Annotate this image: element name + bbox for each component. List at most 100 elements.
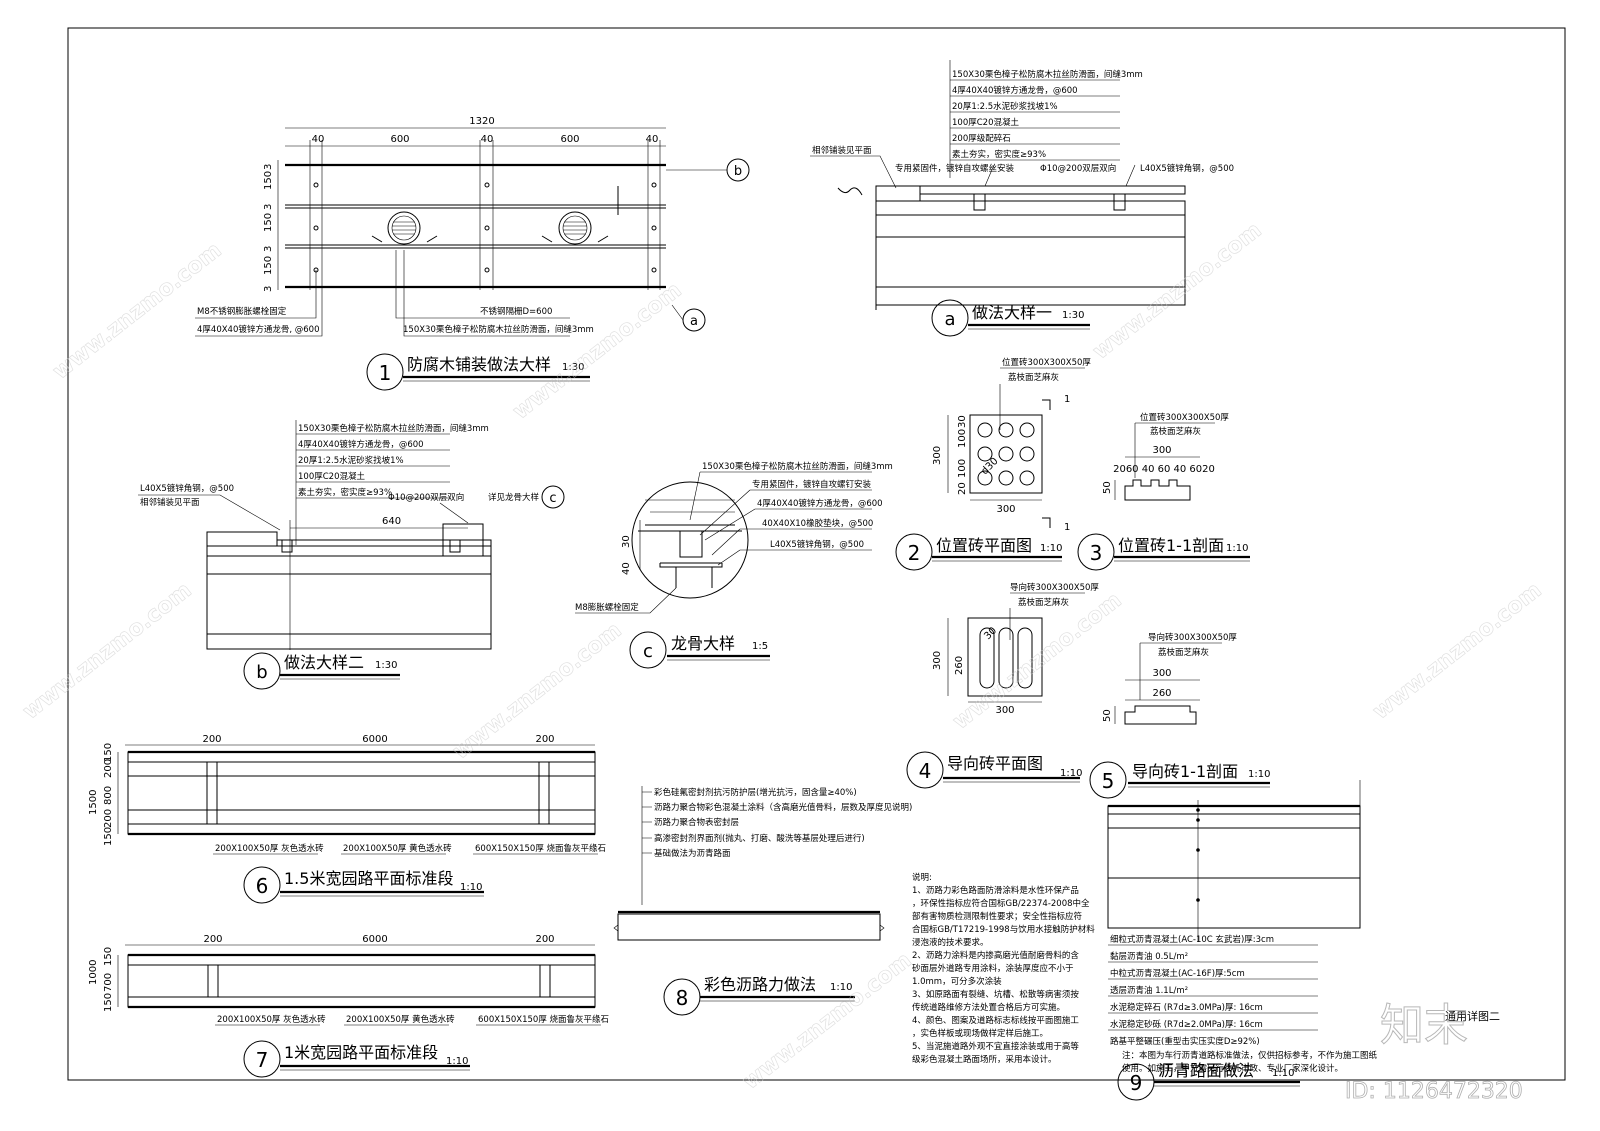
d5-scale: 1:10 <box>1248 769 1270 780</box>
d3-title: 位置砖1-1剖面 <box>1118 536 1224 555</box>
da-layer-5: 素土夯实，密实度≥93% <box>952 149 1046 160</box>
d4-dim-300-h: 300 <box>995 705 1014 716</box>
da-layer-notes: 150X30栗色樟子松防腐木拉丝防滑面，间缝3mm 4厚40X40镀锌方通龙骨，… <box>950 69 1143 161</box>
notes-line-3: 合国标GB/T17219-1998与饮用水接触防护材料 <box>912 924 1095 935</box>
watermark-site-2: www.znzmo.com <box>508 278 686 425</box>
drain-grate-right <box>558 211 592 245</box>
notes-line-4: 浸泡液的技术要求。 <box>912 937 989 948</box>
d4-dim-300-v: 300 <box>932 651 943 670</box>
d6-dim-1500: 1500 <box>88 790 99 815</box>
d2-note-brick: 位置砖300X300X50厚 <box>1002 357 1091 368</box>
d2-title: 位置砖平面图 <box>936 536 1032 555</box>
notes-line-0: 1、沥路力彩色路面防滑涂料是水性环保产品 <box>912 885 1079 896</box>
da-layer-2: 20厚1:2.5水泥砂浆找坡1% <box>952 101 1058 112</box>
d2-dim-300-h: 300 <box>996 504 1015 515</box>
dc-note-angle: L40X5镀锌角钢，@500 <box>770 539 864 550</box>
d2-note-finish: 荔枝面芝麻灰 <box>1008 372 1059 383</box>
d2-scale: 1:10 <box>1040 543 1062 554</box>
db-num: b <box>256 662 267 683</box>
watermark-brand: 知末 <box>1380 1000 1468 1051</box>
d3-dim-50: 50 <box>1102 481 1113 494</box>
d1-scale: 1:30 <box>562 362 584 373</box>
d4-title-bubble <box>906 751 944 789</box>
d9-layer-6: 路基平整碾压(重型击实压实度D≥92%) <box>1110 1036 1260 1047</box>
d1-dim-left-6: 3 <box>263 286 274 292</box>
d1-dim-c: 40 <box>481 134 494 145</box>
d7-title-bubble <box>243 1040 281 1078</box>
d2-dots <box>977 422 1035 486</box>
da-note-fastener: 专用紧固件，镀锌自攻螺丝安装 <box>895 163 1015 174</box>
notes-line-12: 5、当泥施道路外观不宜直接涂装或用于高等 <box>912 1041 1079 1052</box>
d6-dim-200-l2: 200 <box>103 809 114 828</box>
d1-num: 1 <box>379 361 392 385</box>
notes-line-5: 2、沥路力涂料是内掺高磨光值耐磨骨料的含 <box>912 950 1079 961</box>
d1-dim-total: 1320 <box>469 116 494 127</box>
da-title: 做法大样一 <box>972 303 1052 322</box>
d5-num: 5 <box>1102 769 1115 793</box>
d4-note-brick: 导向砖300X300X50厚 <box>1010 582 1099 593</box>
db-title: 做法大样二 <box>284 653 364 672</box>
d1-note-bolt: M8不锈钢膨胀螺栓固定 <box>197 306 287 317</box>
detail-2-locator-plan: 位置砖300X300X50厚 荔枝面芝麻灰 d30 300 30 100 100… <box>895 357 1091 571</box>
notes-line-7: 1.0mm，可分多次涂装 <box>912 976 1002 987</box>
dc-note-bolt: M8膨胀螺栓固定 <box>575 602 639 613</box>
da-title-bubble <box>931 299 969 337</box>
d6-label-yellow: 200X100X50厚 黄色透水砖 <box>343 843 452 854</box>
d1-title: 防腐木铺装做法大样 <box>407 355 551 374</box>
db-layer-1: 4厚40X40镀锌方通龙骨，@600 <box>298 439 424 450</box>
da-layer-1: 4厚40X40镀锌方通龙骨，@600 <box>952 85 1078 96</box>
d7-dim-200a: 200 <box>203 934 222 945</box>
d9-remark-1: 使用。如施工，甲方需另行委托市政、专业厂家深化设计。 <box>1122 1063 1343 1074</box>
notes-heading: 说明: <box>912 872 932 883</box>
db-note-rebar: Φ10@200双层双向 <box>388 492 464 503</box>
da-layer-4: 200厚级配碎石 <box>952 133 1011 144</box>
d8-num: 8 <box>676 986 689 1010</box>
d7-dim-200b: 200 <box>535 934 554 945</box>
d1-note-grate: 不锈钢隔栅D=600 <box>480 306 552 317</box>
da-layer-0: 150X30栗色樟子松防腐木拉丝防滑面，间缝3mm <box>952 69 1143 80</box>
d2-dim-100b: 100 <box>957 459 968 478</box>
d1-dim-left-1: 150 <box>263 171 274 190</box>
d3-dim-300: 300 <box>1152 445 1171 456</box>
d8-layer-2: 沥路力聚合物表密封层 <box>654 817 739 828</box>
d1-mark-b-label: b <box>734 164 742 179</box>
d2-title-bubble <box>895 533 933 571</box>
db-dim-640: 640 <box>382 516 401 527</box>
d1-dim-left-3: 150 <box>263 213 274 232</box>
d9-title: 沥青路面做法 <box>1158 1061 1254 1080</box>
d3-title-bubble <box>1077 533 1115 571</box>
d5-dim-260: 260 <box>1152 688 1171 699</box>
dc-dim-40: 40 <box>621 562 632 575</box>
d1-dim-d: 600 <box>560 134 579 145</box>
da-scale: 1:30 <box>1062 310 1084 321</box>
detail-c-keel: 30 40 150X30栗色樟子松防腐木拉丝防滑面，间缝3mm 专用紧固件，镀锌… <box>575 461 893 669</box>
d5-dim-50: 50 <box>1102 709 1113 722</box>
watermark-site-4: www.znzmo.com <box>18 578 196 725</box>
d8-scale: 1:10 <box>830 982 852 993</box>
notes-line-11: ，实色样板或现场做样定样后施工。 <box>912 1028 1048 1039</box>
db-note-adjacent: 相邻铺装见平面 <box>140 497 200 508</box>
d6-dim-150b: 150 <box>103 827 114 846</box>
d5-title: 导向砖1-1剖面 <box>1132 762 1238 781</box>
notes-line-6: 砂面层外道路专用涂料，涂装厚度应不小于 <box>912 963 1074 974</box>
d6-title-bubble <box>243 866 281 904</box>
d1-title-bubble <box>366 353 404 391</box>
d2-dim-30a: 30 <box>957 415 968 428</box>
d1-dim-left-4: 3 <box>263 246 274 252</box>
d6-scale: 1:10 <box>460 882 482 893</box>
d6-dim-150a: 150 <box>103 743 114 762</box>
d4-scale: 1:10 <box>1060 768 1082 779</box>
drain-grate-left <box>387 211 421 245</box>
d3-note-brick: 位置砖300X300X50厚 <box>1140 412 1229 423</box>
watermark-site-6: www.znzmo.com <box>948 588 1126 735</box>
d7-label-yellow: 200X100X50厚 黄色透水砖 <box>346 1014 455 1025</box>
d2-dim-100a: 100 <box>957 429 968 448</box>
d8-layer-0: 彩色硅氟密封剂抗污防护层(增光抗污，固含量≥40%) <box>654 787 857 798</box>
notes-line-10: 4、颜色、图案及道路标志标线按平面图施工 <box>912 1015 1079 1026</box>
d5-dim-300: 300 <box>1152 668 1171 679</box>
detail-3-locator-section: 位置砖300X300X50厚 荔枝面芝麻灰 300 2060 40 60 40 … <box>1077 412 1250 571</box>
da-note-angle: L40X5镀锌角钢，@500 <box>1140 163 1234 174</box>
d7-title: 1米宽园路平面标准段 <box>284 1043 438 1062</box>
d6-dim-200-l1: 200 <box>103 759 114 778</box>
d3-note-finish: 荔枝面芝麻灰 <box>1150 426 1201 437</box>
